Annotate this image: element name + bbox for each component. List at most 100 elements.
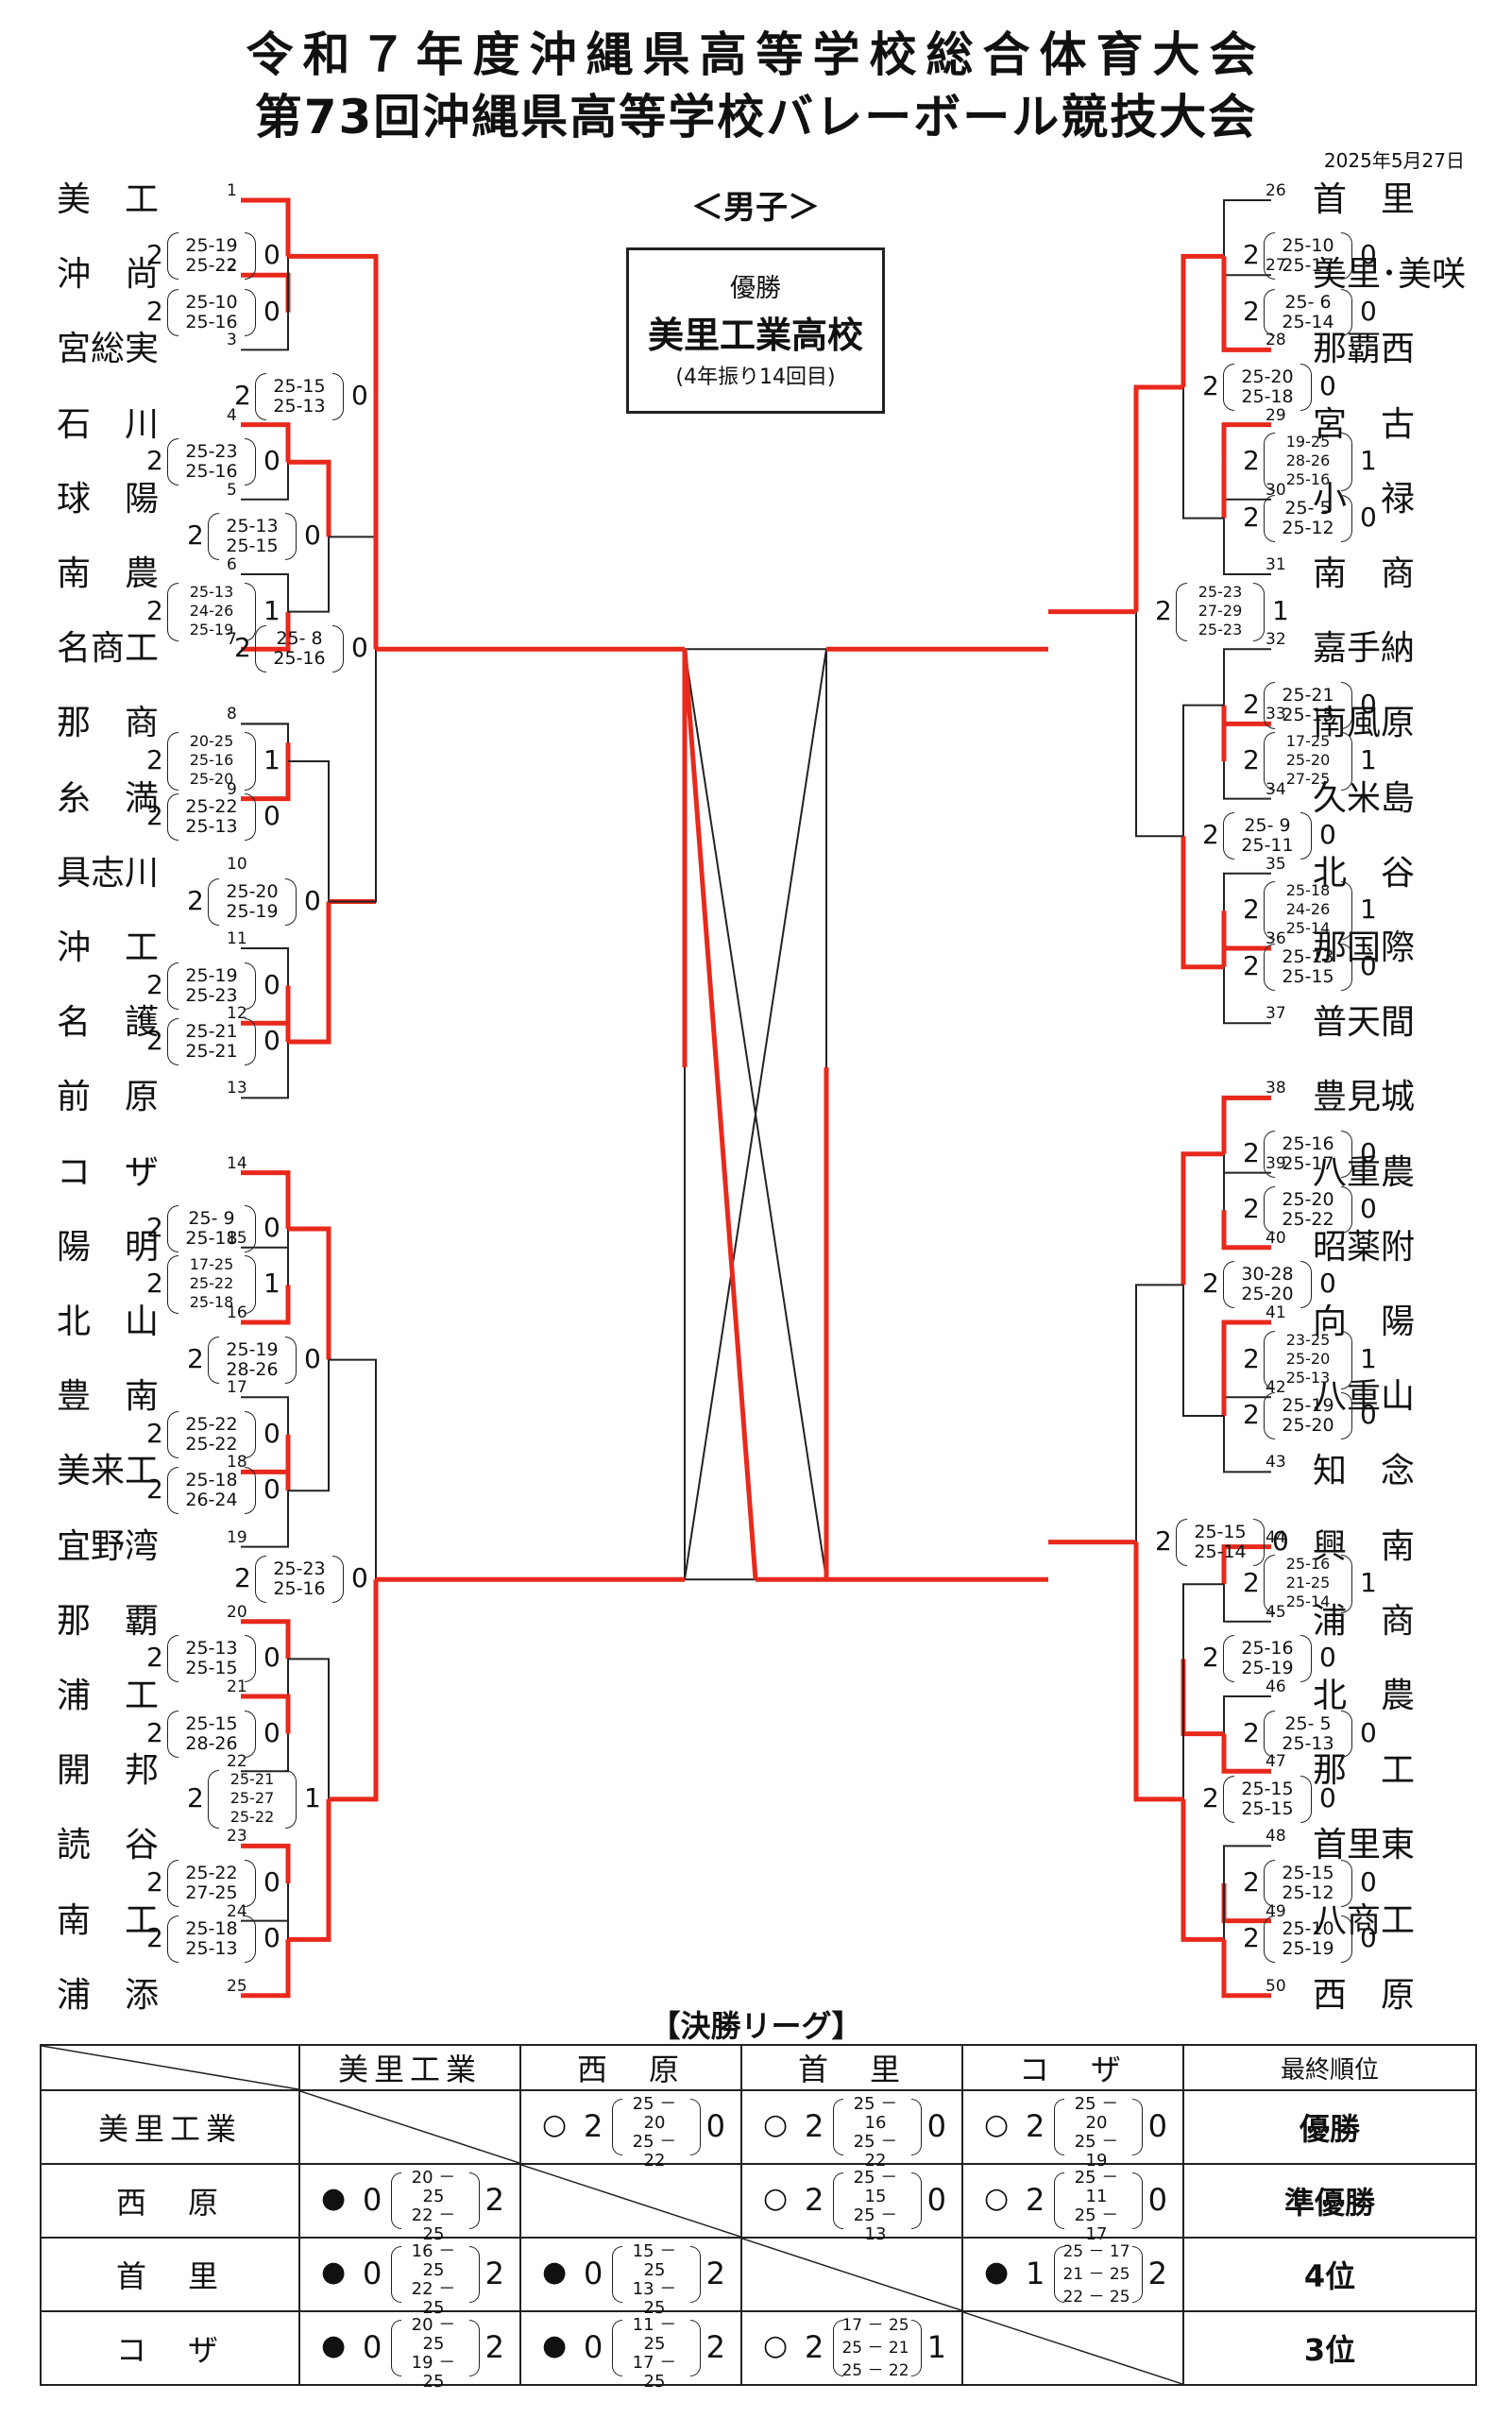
bracket-line	[682, 649, 758, 1580]
bracket-right	[332, 372, 344, 420]
loser-sets: 0	[1360, 1716, 1377, 1748]
set-score: 25-22	[185, 1433, 238, 1455]
team-name: 前 原	[57, 1078, 160, 1117]
seed-number: 38	[1266, 1079, 1286, 1098]
team-name: 向 陽	[1313, 1303, 1416, 1341]
bracket-line	[1223, 966, 1271, 1025]
league-sets-lost: 2	[484, 2182, 504, 2218]
bracket-line	[1182, 1285, 1224, 1417]
loser-sets: 0	[263, 968, 280, 1000]
winner-sets: 2	[146, 594, 163, 626]
seed-number: 35	[1266, 854, 1286, 874]
team-name: 美里･美咲	[1313, 255, 1467, 295]
winner-sets: 2	[146, 1716, 163, 1748]
loser-sets: 1	[1360, 744, 1377, 775]
league-row-header: コ ザ	[40, 2310, 300, 2386]
team-name: 首里東	[1313, 1826, 1416, 1865]
winner-sets: 2	[146, 1025, 163, 1056]
set-score: 25-19	[1282, 1938, 1334, 1960]
league-set-score: 20 － 25	[411, 2168, 456, 2206]
bracket-right	[245, 962, 256, 1010]
team-name: 浦 商	[1313, 1601, 1416, 1641]
team-name: コ ザ	[57, 1152, 160, 1192]
team-name: 宜野湾	[57, 1526, 160, 1566]
winner-sets: 2	[1243, 1567, 1260, 1599]
set-score: 30-28	[1241, 1264, 1294, 1286]
set-score: 25-12	[1282, 1882, 1334, 1903]
seed-number: 26	[1266, 181, 1286, 200]
set-score: 25-16	[1282, 1132, 1334, 1154]
seed-number: 10	[227, 854, 247, 874]
league-set-score: 20 － 25	[411, 2315, 456, 2354]
bracket-line	[1223, 1695, 1271, 1734]
loser-sets: 0	[1319, 370, 1336, 401]
league-set-score: 25 － 21	[841, 2339, 909, 2358]
seed-number: 8	[227, 705, 237, 724]
winner-sets: 2	[146, 744, 163, 775]
set-score: 25-16	[273, 648, 326, 670]
bracket-line	[288, 536, 330, 613]
document-title: 令和７年度沖縄県高等学校総合体育大会	[246, 27, 1266, 82]
winner-sets: 2	[1155, 594, 1172, 626]
date-label: 2025年5月27日	[1323, 149, 1465, 172]
winner-sets: 2	[1243, 239, 1260, 271]
winner-sets: 2	[187, 1781, 204, 1814]
bracket-line	[1221, 312, 1271, 352]
league-set-score: 25 － 15	[853, 2168, 898, 2206]
loser-sets: 0	[1360, 501, 1377, 533]
loser-sets: 0	[263, 295, 280, 327]
bracket-line	[241, 723, 289, 743]
cell-diagonal	[963, 2312, 1182, 2384]
league-cell	[298, 2089, 521, 2165]
seed-number: 17	[227, 1378, 247, 1398]
bracket-right	[1253, 1518, 1265, 1566]
league-set-score: 21 － 25	[1062, 2265, 1130, 2284]
bracket-right	[245, 793, 256, 842]
bracket-right	[245, 1635, 256, 1683]
set-score: 25-14	[1282, 311, 1334, 332]
loser-sets: 1	[1272, 594, 1289, 626]
team-name: 北 山	[57, 1303, 160, 1341]
league-sets-won: 2	[805, 2182, 824, 2218]
league-rank-header: 最終順位	[1182, 2044, 1477, 2091]
loser-sets: 0	[1360, 1193, 1377, 1225]
bracket-line	[241, 761, 291, 802]
bracket-right	[1341, 433, 1352, 492]
team-name: 首 里	[1313, 180, 1416, 219]
league-sets-won: 2	[1026, 2108, 1045, 2144]
win-mark-icon: ○	[763, 2182, 789, 2215]
seed-number: 16	[227, 1303, 247, 1322]
set-score: 25-13	[1285, 1368, 1331, 1387]
league-rank: 優勝	[1182, 2089, 1477, 2165]
team-name: 球 陽	[57, 479, 160, 519]
